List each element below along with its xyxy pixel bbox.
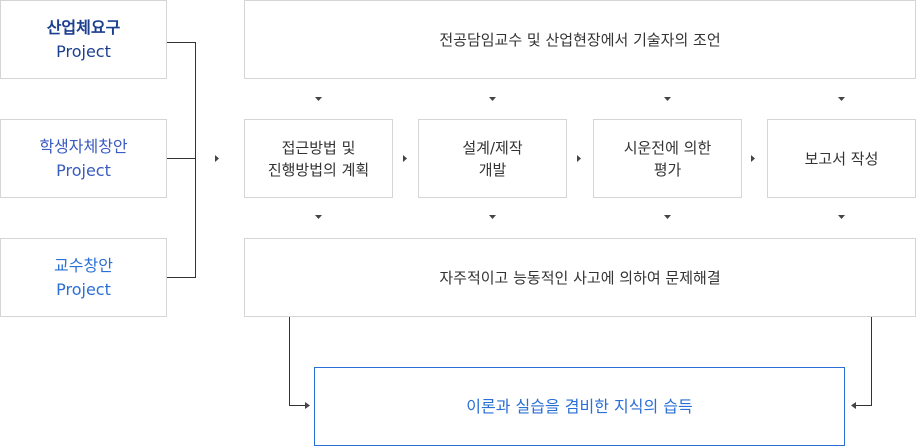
step-box-design: 설계/제작 개발 xyxy=(418,119,567,198)
arrow-down-top-1 xyxy=(315,97,322,101)
arrow-down-mid-3 xyxy=(664,215,671,219)
source-title: 교수창안 xyxy=(54,255,113,275)
step-line1: 보고서 작성 xyxy=(804,149,879,168)
advice-text: 전공담임교수 및 산업현장에서 기술자의 조언 xyxy=(439,30,721,49)
step-line1: 설계/제작 xyxy=(462,138,523,157)
arrow-right-into-outcome xyxy=(851,402,856,409)
connector-left-to-outcome xyxy=(289,317,305,406)
arrow-down-mid-2 xyxy=(489,215,496,219)
outcome-text: 이론과 실습을 겸비한 지식의 습득 xyxy=(466,396,693,416)
step-line1: 시운전에 의한 xyxy=(623,138,712,157)
step-line2: 개발 xyxy=(478,160,507,179)
step-line2: 진행방법의 계획 xyxy=(267,160,370,179)
source-box-professor: 교수창안 Project xyxy=(0,238,167,317)
arrow-source-to-steps xyxy=(215,155,219,162)
arrow-down-top-4 xyxy=(838,97,845,101)
source-subtitle: Project xyxy=(56,279,111,299)
arrow-down-top-3 xyxy=(664,97,671,101)
arrow-down-mid-4 xyxy=(838,215,845,219)
source-title: 학생자체창안 xyxy=(39,136,128,156)
source-subtitle: Project xyxy=(56,160,111,180)
source-subtitle: Project xyxy=(56,41,111,61)
arrow-step1-to-step2 xyxy=(403,155,407,162)
step-box-evaluation: 시운전에 의한 평가 xyxy=(593,119,742,198)
step-line2: 평가 xyxy=(653,160,682,179)
problem-solving-text: 자주적이고 능동적인 사고에 의하여 문제해결 xyxy=(439,268,721,287)
step-line1: 접근방법 및 xyxy=(281,138,356,157)
arrow-down-mid-1 xyxy=(315,215,322,219)
arrow-down-top-2 xyxy=(489,97,496,101)
arrow-left-into-outcome xyxy=(305,402,310,409)
source-bracket xyxy=(167,42,196,278)
outcome-box: 이론과 실습을 겸비한 지식의 습득 xyxy=(314,367,845,446)
arrow-step2-to-step3 xyxy=(577,155,581,162)
source-box-industry: 산업체요구 Project xyxy=(0,0,167,79)
step-box-report: 보고서 작성 xyxy=(767,119,916,198)
source-title: 산업체요구 xyxy=(46,17,121,37)
source-box-student: 학생자체창안 Project xyxy=(0,119,167,198)
arrow-step3-to-step4 xyxy=(751,155,755,162)
step-box-planning: 접근방법 및 진행방법의 계획 xyxy=(244,119,393,198)
connector-right-to-outcome xyxy=(856,317,872,406)
problem-solving-box: 자주적이고 능동적인 사고에 의하여 문제해결 xyxy=(244,238,916,317)
advice-box: 전공담임교수 및 산업현장에서 기술자의 조언 xyxy=(244,0,916,79)
